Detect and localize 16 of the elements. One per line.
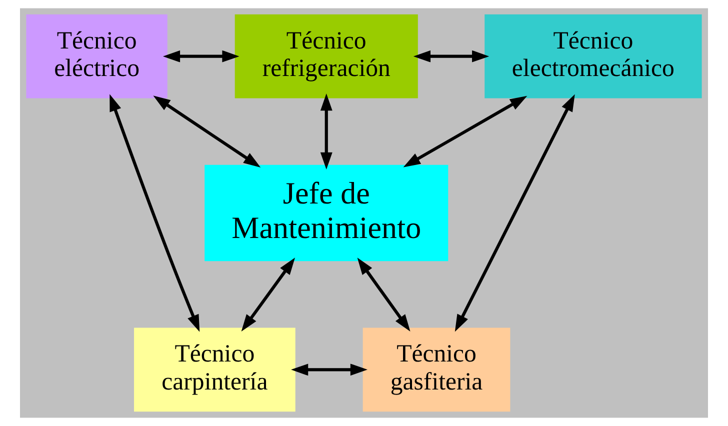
arrow: [357, 258, 410, 332]
arrow: [291, 364, 368, 376]
node-box: Técnico eléctrico: [26, 14, 168, 98]
arrow: [153, 96, 261, 168]
arrow: [320, 94, 332, 170]
node-box: Técnico gasfiteria: [362, 328, 510, 412]
node-box: Técnico carpintería: [134, 328, 296, 412]
node-box: Técnico electromecánico: [484, 14, 702, 98]
node-box: Jefe de Mantenimiento: [204, 164, 448, 262]
arrow: [403, 96, 528, 168]
arrow: [454, 94, 575, 332]
arrow: [110, 94, 200, 332]
arrow: [162, 50, 240, 62]
node-box: Técnico refrigeración: [234, 14, 418, 98]
arrow: [241, 258, 296, 332]
arrow: [413, 50, 490, 62]
